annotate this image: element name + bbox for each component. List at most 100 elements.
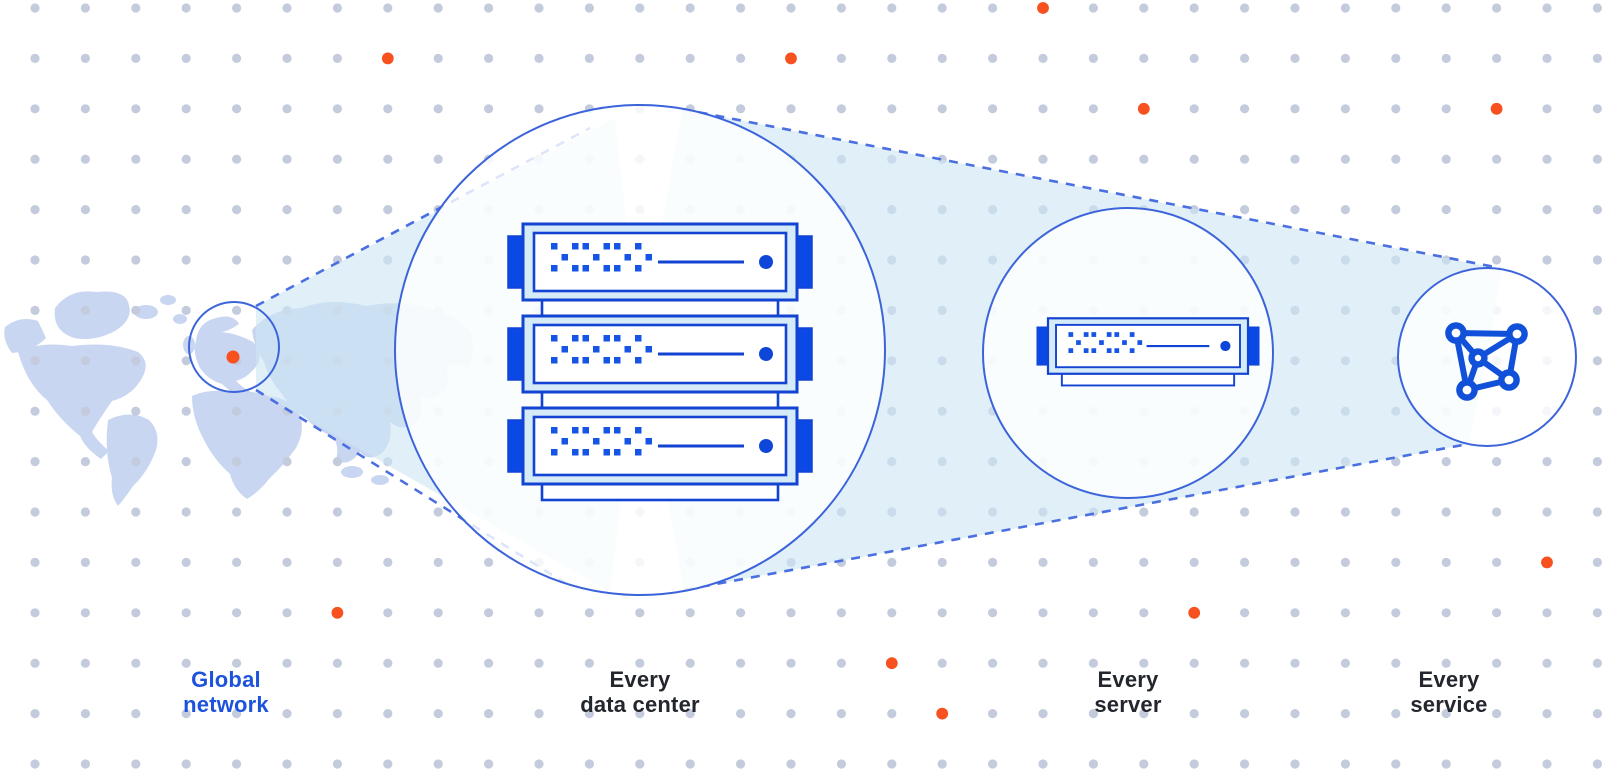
orange-dot	[1490, 102, 1503, 115]
label-line: server	[1094, 692, 1162, 717]
gray-dot	[1189, 709, 1199, 719]
gray-dot	[232, 3, 242, 13]
gray-dot	[988, 608, 998, 618]
gray-dot	[332, 709, 342, 719]
gray-dot	[232, 658, 242, 668]
gray-dot	[332, 658, 342, 668]
globe-region-circle	[188, 301, 280, 393]
gray-dot	[1240, 709, 1250, 719]
gray-dot	[1038, 154, 1048, 164]
gray-dot	[484, 557, 494, 568]
gray-dot	[383, 507, 393, 517]
gray-dot	[131, 759, 141, 769]
gray-dot	[1340, 53, 1350, 64]
gray-dot	[232, 205, 242, 215]
gray-dot	[232, 608, 242, 618]
gray-dot	[1189, 507, 1199, 517]
gray-dot	[30, 709, 40, 719]
gray-dot	[30, 255, 40, 265]
gray-dot	[836, 3, 847, 13]
gray-dot	[131, 255, 141, 265]
gray-dot	[1290, 608, 1300, 618]
gray-dot	[1139, 53, 1149, 64]
gray-dot	[988, 658, 998, 668]
gray-dot	[1290, 709, 1300, 719]
gray-dot	[1189, 3, 1199, 13]
orange-dot	[785, 52, 797, 65]
gray-dot	[534, 3, 544, 13]
gray-dot	[332, 557, 342, 568]
gray-dot	[131, 53, 141, 64]
gray-dot	[1290, 53, 1300, 64]
gray-dot	[181, 709, 191, 719]
gray-dot	[1592, 305, 1602, 315]
gray-dot	[80, 457, 90, 467]
gray-dot	[1592, 255, 1602, 265]
gray-dot	[937, 53, 947, 64]
gray-dot	[1542, 658, 1552, 668]
gray-dot	[181, 305, 191, 315]
gray-dot	[1592, 205, 1602, 215]
single-server-icon	[1035, 317, 1261, 387]
gray-dot	[534, 53, 544, 64]
gray-dot	[786, 608, 796, 618]
gray-dot	[937, 608, 947, 618]
gray-dot	[635, 709, 645, 719]
gray-dot	[433, 557, 443, 568]
gray-dot	[887, 557, 897, 568]
gray-dot	[1592, 759, 1602, 769]
gray-dot	[584, 709, 595, 719]
gray-dot	[433, 154, 443, 164]
gray-dot	[181, 658, 191, 668]
gray-dot	[30, 658, 40, 668]
gray-dot	[30, 759, 40, 769]
gray-dot	[836, 709, 847, 719]
gray-dot	[1542, 255, 1552, 265]
gray-dot	[1542, 104, 1552, 114]
gray-dot	[1492, 3, 1502, 13]
gray-dot	[80, 356, 90, 366]
gray-dot	[1441, 53, 1451, 64]
gray-dot	[1391, 608, 1401, 618]
gray-dot	[635, 658, 645, 668]
gray-dot	[1592, 507, 1602, 517]
gray-dot	[1492, 507, 1502, 517]
gray-dot	[887, 104, 897, 114]
gray-dot	[937, 759, 947, 769]
gray-dot	[232, 406, 242, 416]
gray-dot	[1542, 53, 1552, 64]
gray-dot	[282, 557, 292, 568]
gray-dot	[30, 608, 40, 618]
gray-dot	[181, 759, 191, 769]
gray-dot	[80, 709, 90, 719]
gray-dot	[988, 104, 998, 114]
gray-dot	[181, 255, 191, 265]
gray-dot	[1391, 658, 1401, 668]
gray-dot	[30, 3, 40, 13]
gray-dot	[1340, 759, 1350, 769]
gray-dot	[181, 406, 191, 416]
gray-dot	[1492, 759, 1502, 769]
gray-dot	[1340, 104, 1350, 114]
gray-dot	[484, 709, 494, 719]
gray-dot	[1088, 608, 1098, 618]
gray-dot	[181, 3, 191, 13]
gray-dot	[1592, 457, 1602, 467]
gray-dot	[30, 53, 40, 64]
gray-dot	[433, 709, 443, 719]
gray-dot	[1139, 658, 1149, 668]
label-line: Every	[1097, 667, 1159, 692]
gray-dot	[1240, 154, 1250, 164]
gray-dot	[131, 154, 141, 164]
gray-dot	[1542, 457, 1552, 467]
gray-dot	[131, 658, 141, 668]
gray-dot	[736, 709, 746, 719]
gray-dot	[786, 3, 796, 13]
gray-dot	[1139, 154, 1149, 164]
gray-dot	[433, 507, 443, 517]
gray-dot	[1492, 457, 1502, 467]
gray-dot	[1240, 557, 1250, 568]
gray-dot	[786, 658, 796, 668]
